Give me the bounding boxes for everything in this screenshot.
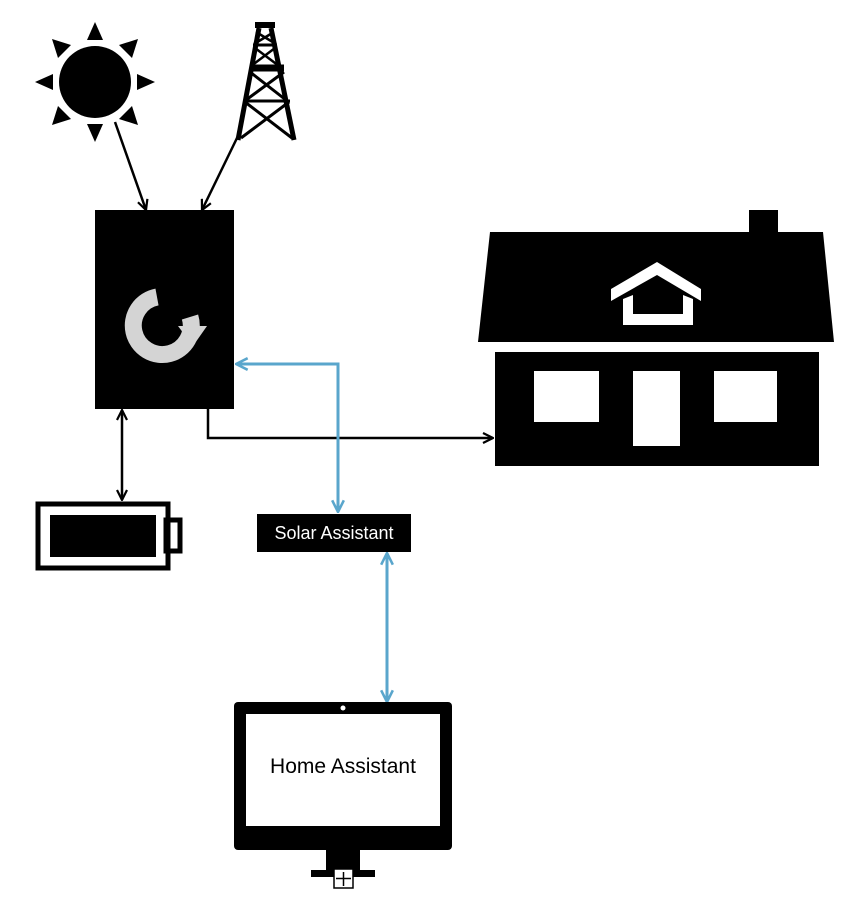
house-icon <box>478 210 834 466</box>
home-assistant-label: Home Assistant <box>270 755 416 778</box>
home-logo-icon <box>611 262 701 325</box>
solar-assistant-label: Solar Assistant <box>274 523 393 543</box>
grid-to-inverter-arrow <box>202 137 239 210</box>
inverter-solar-assistant-link <box>236 364 338 512</box>
inverter-to-house-arrow <box>206 409 493 438</box>
inverter-icon <box>95 210 234 409</box>
sun-icon <box>35 22 155 142</box>
refresh-icon <box>124 288 207 363</box>
sun-to-inverter-arrow <box>113 121 146 210</box>
solar-assistant-node: Solar Assistant <box>257 514 411 552</box>
transmission-tower-icon <box>235 22 297 141</box>
monitor-icon: Home Assistant <box>234 702 452 889</box>
battery-icon <box>35 501 183 571</box>
